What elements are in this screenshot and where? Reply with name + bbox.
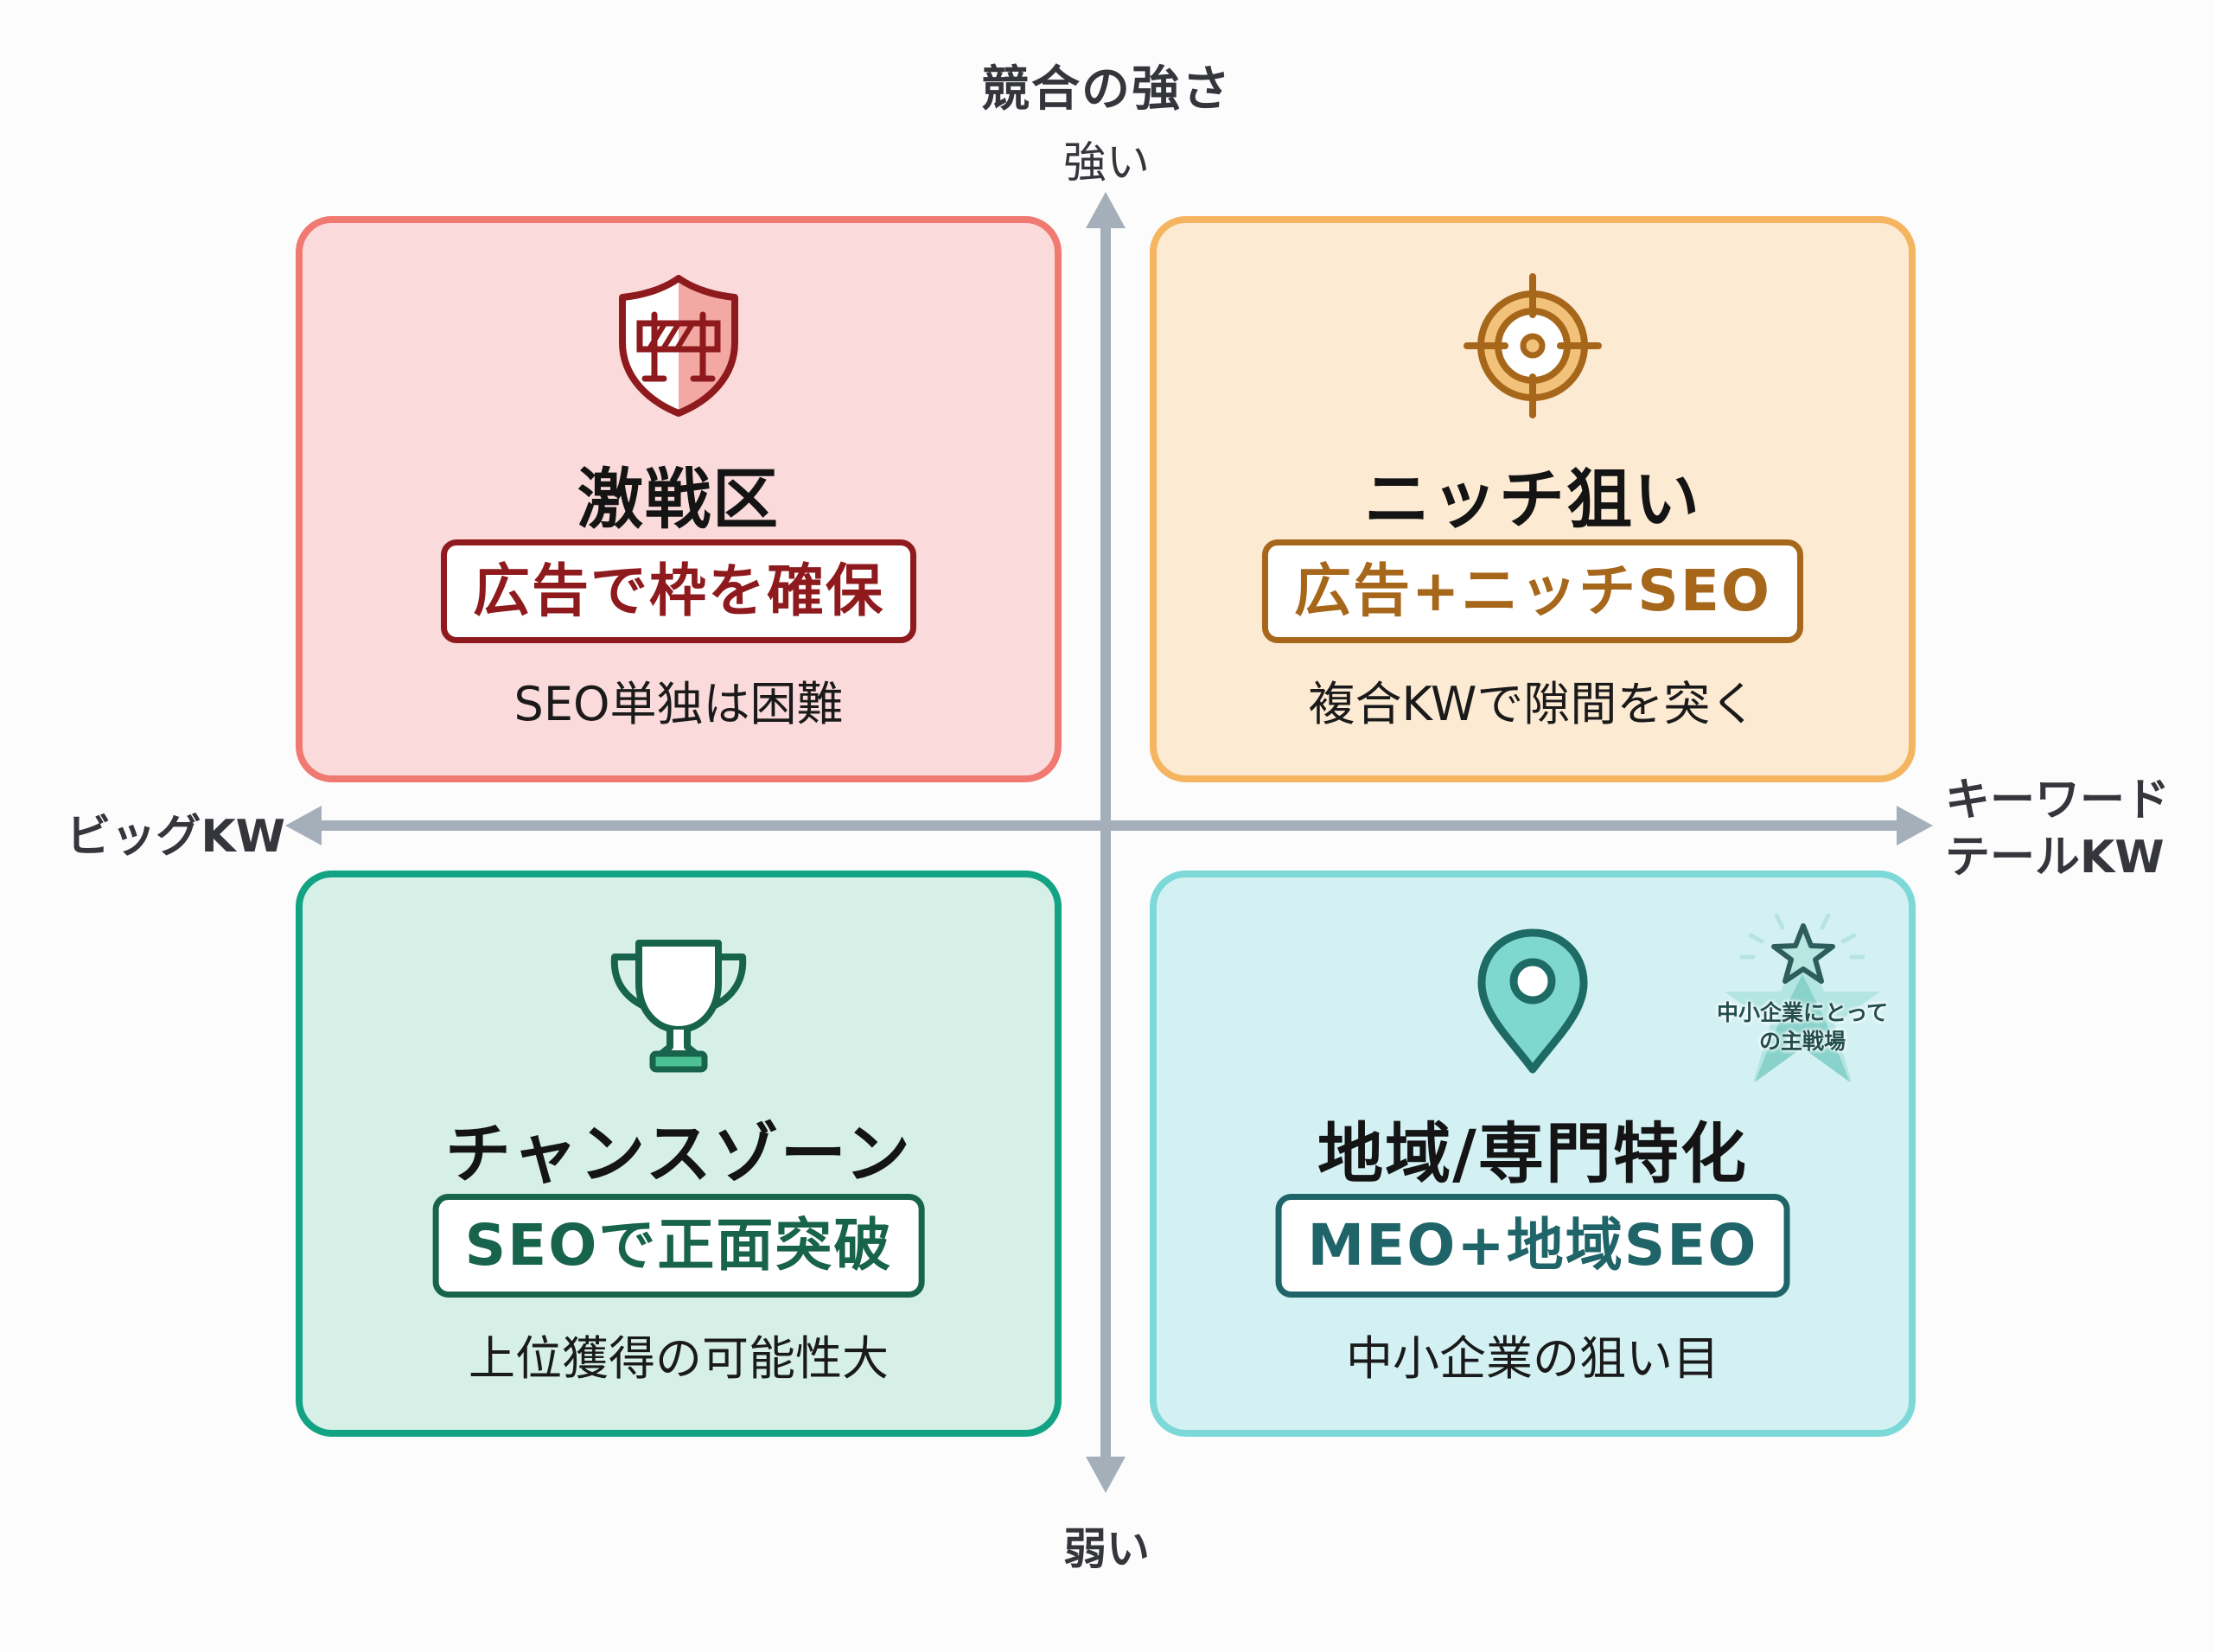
vertical-axis-bottom-label: 弱い — [1063, 1524, 1150, 1574]
arrow-right-icon — [1897, 806, 1933, 845]
right-label-line1: キーワード — [1945, 775, 2171, 826]
vertical-axis-title: 競合の強さ — [981, 61, 1232, 118]
strategy-tag: MEO+地域SEO — [1275, 1194, 1790, 1298]
arrow-down-icon — [1086, 1457, 1126, 1493]
horizontal-axis-right-label: キーワード テールKW — [1945, 772, 2204, 886]
quadrant-title: チャンスゾーン — [445, 1115, 912, 1192]
vertical-axis-line — [1100, 225, 1111, 1461]
trophy-icon — [610, 940, 747, 1073]
quadrant-title: 激戦区 — [577, 461, 780, 538]
strategy-tag: 広告+ニッチSEO — [1261, 539, 1804, 643]
main-battlefield-badge: 中小企業にとって の主戦場 — [1703, 896, 1902, 1095]
location-pin-icon — [1477, 928, 1588, 1074]
right-label-line2: テールKW — [1945, 832, 2165, 883]
quadrant-subtitle: SEO単独は困難 — [513, 677, 844, 731]
quadrant-bottom-right: 中小企業にとって の主戦場 地域/専門特化 MEO+地域SEO 中小企業の狙い目 — [1150, 871, 1916, 1437]
horizontal-axis-left-label: ビッグKW — [66, 811, 285, 863]
quadrant-subtitle: 上位獲得の可能性大 — [469, 1331, 889, 1386]
badge-label: 中小企業にとって の主戦場 — [1716, 1000, 1888, 1054]
strategy-tag: SEOで正面突破 — [432, 1194, 925, 1298]
quadrant-top-right: ニッチ狙い 広告+ニッチSEO 複合KWで隙間を突く — [1150, 216, 1916, 782]
quadrant-bottom-left: チャンスゾーン SEOで正面突破 上位獲得の可能性大 — [296, 871, 1062, 1437]
shield-barrier-icon — [619, 275, 738, 417]
quadrant-subtitle: 複合KWで隙間を突く — [1308, 677, 1757, 731]
vertical-axis-top-label: 強い — [1063, 137, 1150, 188]
target-icon — [1464, 273, 1602, 418]
quadrant-top-left: 激戦区 広告で枠を確保 SEO単独は困難 — [296, 216, 1062, 782]
quadrant-title: ニッチ狙い — [1364, 461, 1701, 538]
star-burst-icon — [1725, 913, 1880, 1082]
horizontal-axis-line — [316, 820, 1902, 831]
star-icon — [1771, 923, 1835, 984]
arrow-left-icon — [285, 806, 322, 845]
quadrant-title: 地域/専門特化 — [1317, 1115, 1748, 1192]
arrow-up-icon — [1086, 192, 1126, 228]
strategy-tag: 広告で枠を確保 — [441, 539, 916, 643]
quadrant-subtitle: 中小企業の狙い目 — [1346, 1331, 1719, 1386]
